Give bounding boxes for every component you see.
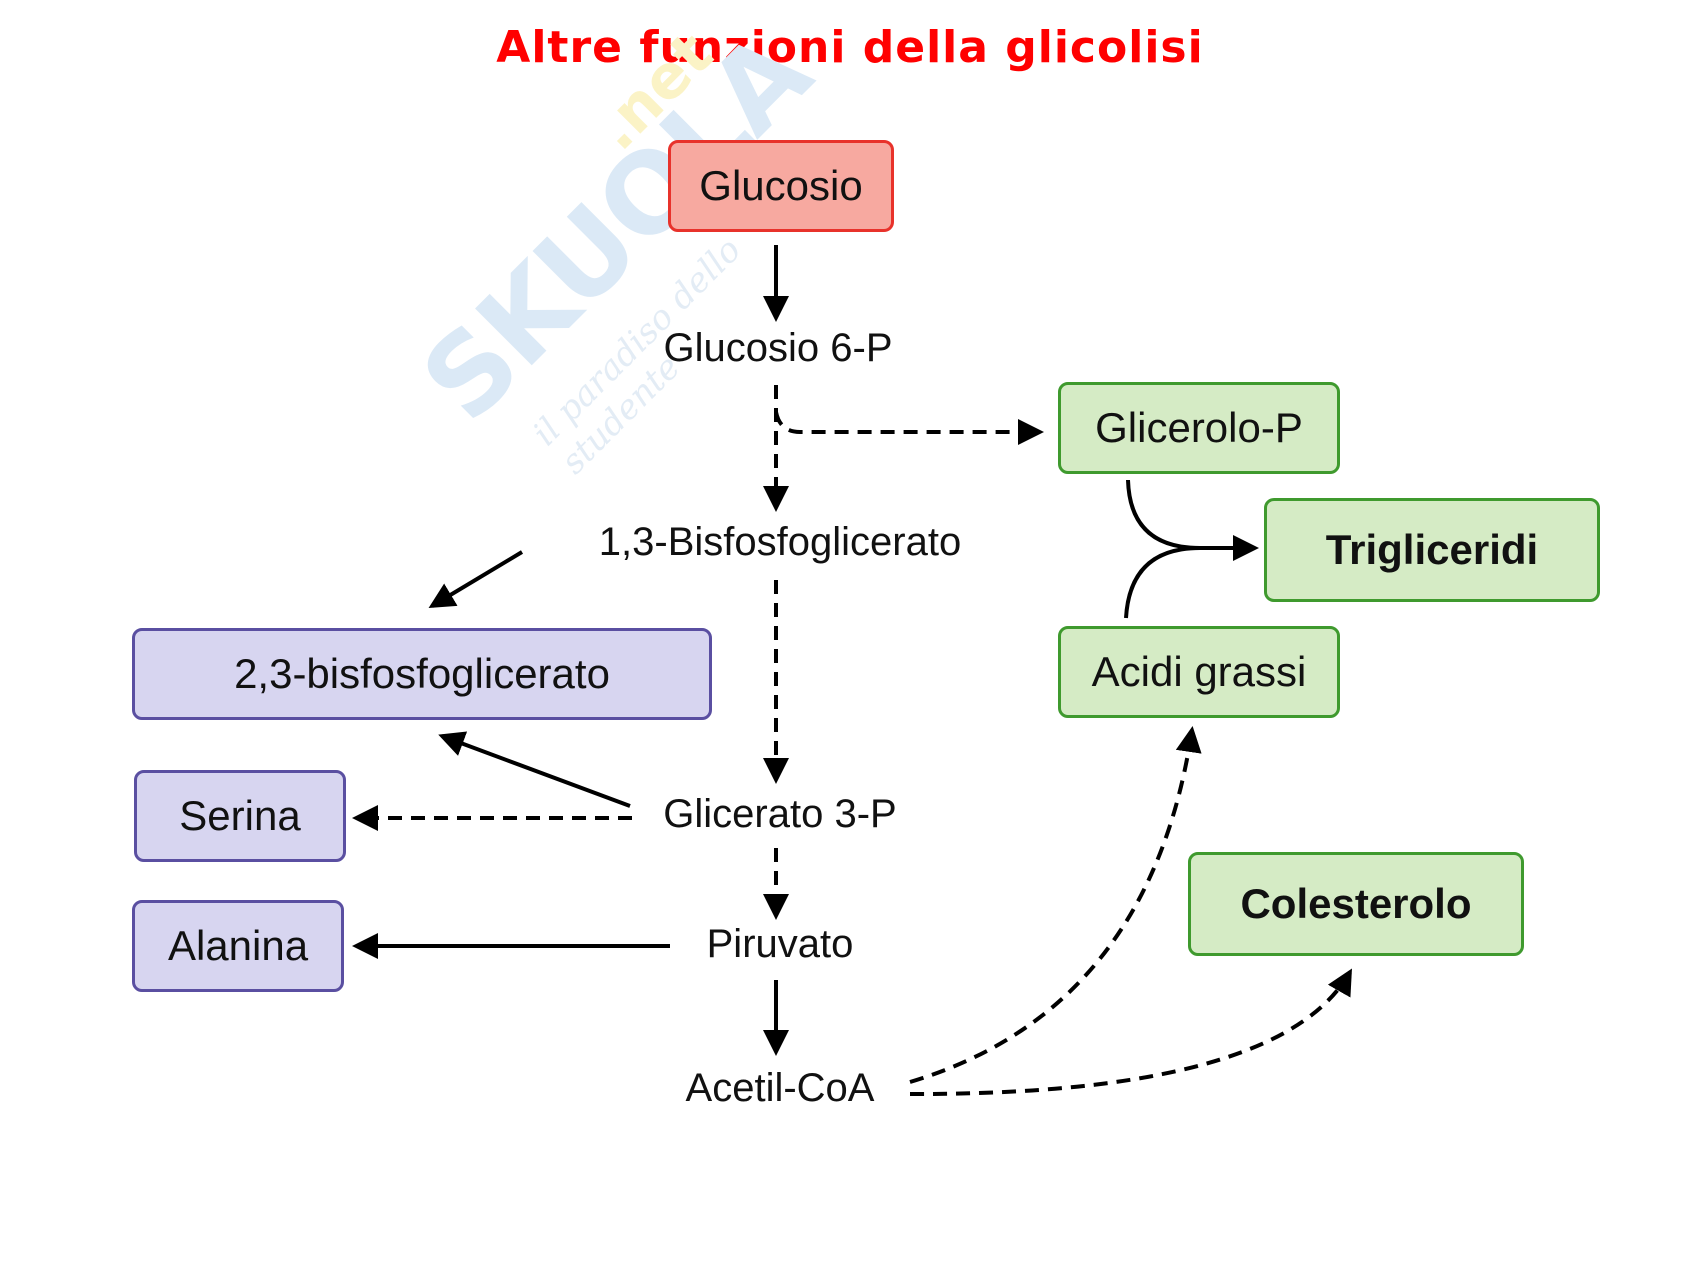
node-acidi-grassi: Acidi grassi bbox=[1058, 626, 1340, 718]
node-label: Glucosio bbox=[699, 162, 863, 209]
arrow-glicerato3p-23bpg bbox=[438, 731, 631, 808]
arrow-glucosio6p-glicerolop bbox=[774, 411, 1044, 445]
node-label: Colesterolo bbox=[1240, 880, 1472, 927]
node-colesterolo: Colesterolo bbox=[1188, 852, 1524, 956]
node-23-bisfosfoglicerato: 2,3-bisfosfoglicerato bbox=[132, 628, 712, 720]
node-alanina: Alanina bbox=[132, 900, 344, 992]
node-piruvato: Piruvato bbox=[706, 922, 854, 966]
arrow-glicerolop-trigliceridi bbox=[1126, 479, 1259, 561]
node-serina: Serina bbox=[134, 770, 346, 862]
node-glicerolo-p: Glicerolo-P bbox=[1058, 382, 1340, 474]
arrow-13bpg-23bpg bbox=[428, 550, 524, 609]
node-13-bisfosfoglicerato: 1,3-Bisfosfoglicerato bbox=[598, 520, 962, 564]
arrow-acidigrassi-trigliceridi bbox=[1124, 546, 1201, 619]
arrow-acetilcoa-acidigrassi bbox=[909, 726, 1202, 1084]
node-glucosio6p: Glucosio 6-P bbox=[663, 326, 893, 370]
slide-title: Altre funzioni della glicolisi bbox=[496, 22, 1204, 73]
node-label: Serina bbox=[179, 792, 301, 839]
node-label: Alanina bbox=[167, 922, 309, 969]
node-label: 2,3-bisfosfoglicerato bbox=[234, 650, 610, 697]
node-glucosio: Glucosio bbox=[668, 140, 894, 232]
node-glicerato3p: Glicerato 3-P bbox=[663, 792, 897, 836]
node-label: Trigliceridi bbox=[1325, 526, 1539, 573]
node-label: Acidi grassi bbox=[1091, 648, 1307, 695]
arrow-acetilcoa-colesterolo bbox=[909, 968, 1352, 1097]
node-acetilcoa: Acetil-CoA bbox=[685, 1066, 875, 1110]
node-label: Glicerolo-P bbox=[1095, 404, 1303, 451]
node-trigliceridi: Trigliceridi bbox=[1264, 498, 1600, 602]
